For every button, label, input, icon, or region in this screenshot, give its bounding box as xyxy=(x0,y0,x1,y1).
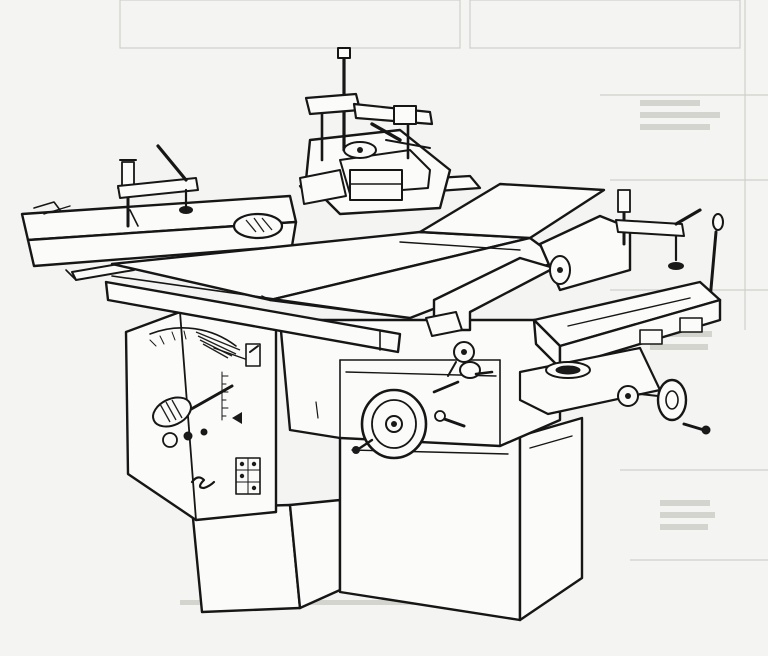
height-hand-wheel xyxy=(352,380,466,460)
spindle-moulder xyxy=(299,47,452,216)
fence-knobs xyxy=(447,361,494,379)
control-panel xyxy=(124,310,278,522)
sliding-table xyxy=(20,144,298,281)
planer-assembly xyxy=(425,189,724,435)
